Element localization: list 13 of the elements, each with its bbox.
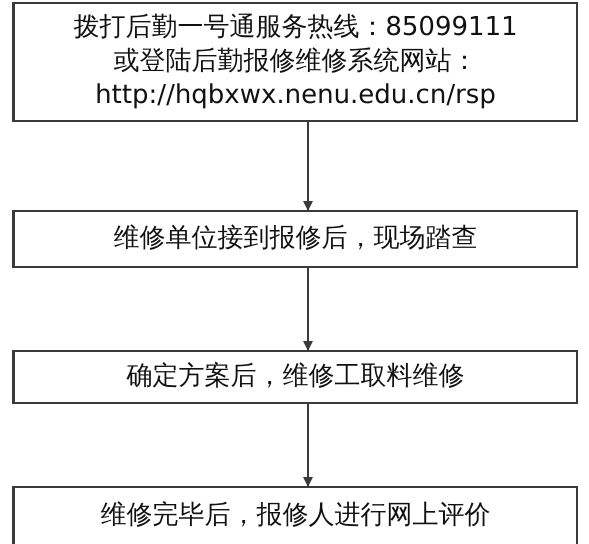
box-text: http://hqbxwx.nenu.edu.cn/rsp: [95, 78, 496, 112]
box-text: 维修完毕后，报修人进行网上评价: [100, 499, 490, 532]
box-text: 确定方案后，维修工取料维修: [126, 360, 464, 394]
box-text: 或登陆后勤报修维修系统网站：: [114, 45, 478, 78]
process-box: [12, 2, 578, 122]
arrow: [303, 268, 313, 351]
box-text: 拨打后勤一号通服务热线：85099111: [73, 11, 518, 44]
arrow: [303, 122, 313, 211]
process-box: [12, 350, 578, 404]
process-box: [12, 486, 578, 544]
box-text: 维修单位接到报修后，现场踏查: [114, 222, 478, 256]
arrow: [303, 404, 313, 487]
process-box: [12, 210, 578, 268]
